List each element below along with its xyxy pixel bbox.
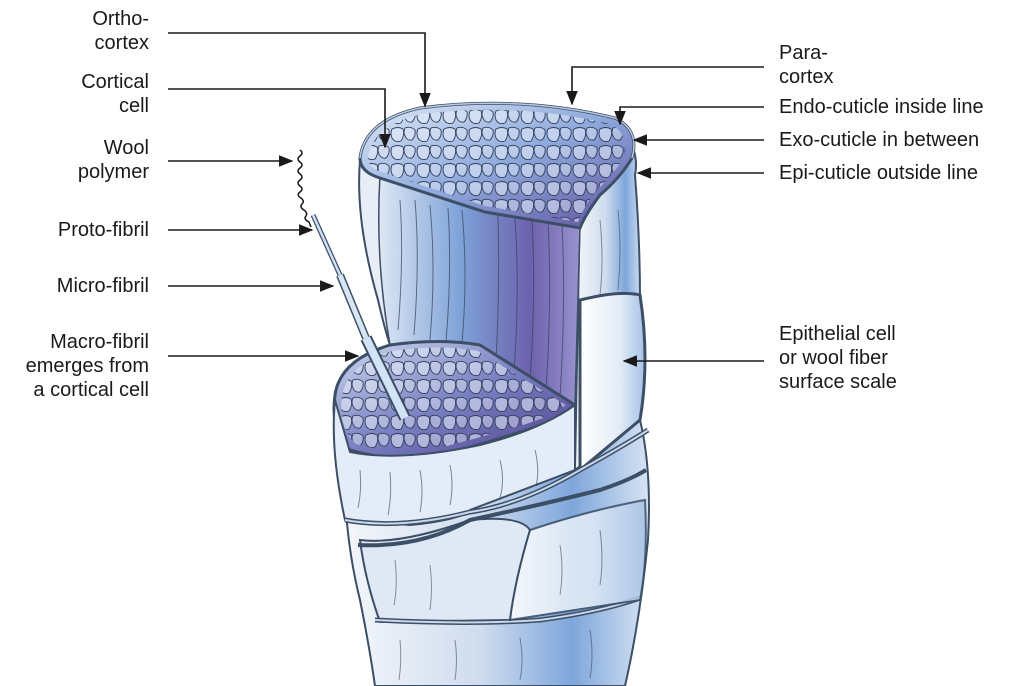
wool-fiber — [334, 103, 649, 686]
label-proto-fibril: Proto-fibril — [58, 218, 149, 242]
label-exo-cuticle: Exo-cuticle in between — [779, 128, 979, 152]
arrow-cortical-cell — [168, 89, 385, 147]
label-endo-cuticle: Endo-cuticle inside line — [779, 95, 984, 119]
label-micro-fibril: Micro-fibril — [57, 274, 149, 298]
arrow-para-cortex — [572, 67, 764, 104]
label-epi-cuticle: Epi-cuticle outside line — [779, 161, 978, 185]
label-ortho-cortex: Ortho-cortex — [92, 7, 149, 55]
wool-polymer-coil — [298, 150, 311, 227]
arrow-endo-cuticle — [620, 107, 764, 124]
label-para-cortex: Para-cortex — [779, 41, 833, 89]
arrow-ortho-cortex — [168, 33, 425, 106]
